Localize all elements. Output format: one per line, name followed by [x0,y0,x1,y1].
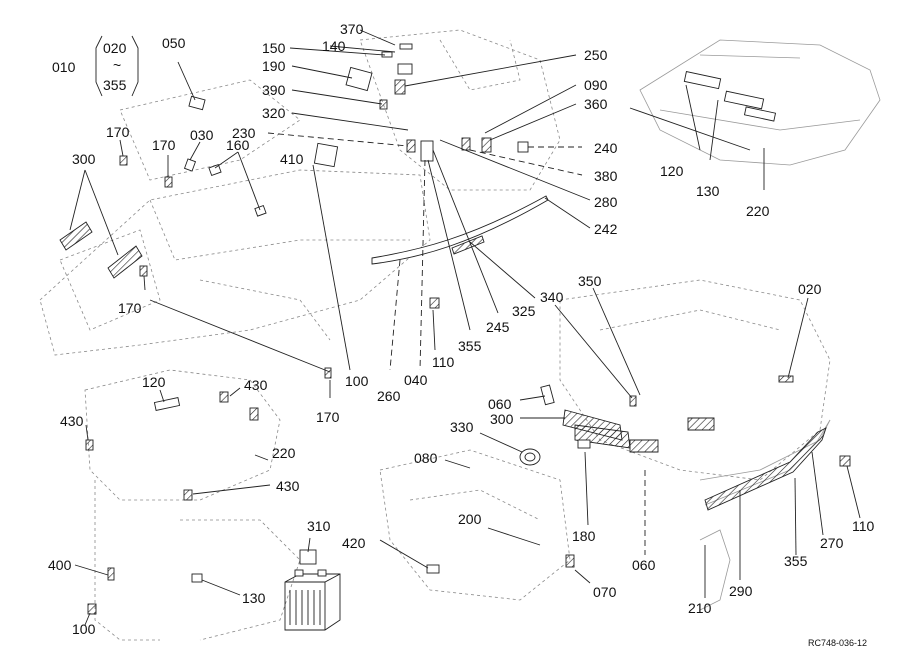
label-060-b: 060 [632,557,656,573]
label-420: 420 [342,535,366,551]
label-320: 320 [262,105,286,121]
label-060-a: 060 [488,396,512,412]
label-100-b: 100 [72,621,96,637]
label-080: 080 [414,450,438,466]
label-010: 010 [52,59,76,75]
leader-lines [69,29,861,626]
label-190: 190 [262,58,286,74]
label-355-range-end: 355 [103,77,127,93]
label-410: 410 [280,151,304,167]
label-370: 370 [340,21,364,37]
drawing-code: RC748-036-12 [808,638,867,648]
label-110-a: 110 [432,354,455,370]
label-range-tilde: ~ [113,57,121,73]
label-355-c: 355 [784,553,808,569]
range-bracket [95,35,139,97]
label-110-b: 110 [852,518,875,534]
label-260: 260 [377,388,401,404]
label-270: 270 [820,535,844,551]
label-390: 390 [262,82,286,98]
battery [284,569,341,631]
label-140: 140 [322,38,346,54]
label-070: 070 [593,584,617,600]
label-360: 360 [584,96,608,112]
decal-strips [59,195,715,453]
label-380: 380 [594,168,618,184]
label-170-b: 170 [152,137,176,153]
label-150: 150 [262,40,286,56]
label-090: 090 [584,77,608,93]
label-130-b: 130 [242,590,266,606]
label-280: 280 [594,194,618,210]
label-242: 242 [594,221,618,237]
label-250: 250 [584,47,608,63]
label-220-a: 220 [746,203,770,219]
machine-outline [39,29,831,641]
label-290: 290 [729,583,753,599]
hood-inset [629,39,881,166]
label-170-c: 170 [118,300,142,316]
small-decals [85,43,851,615]
label-100-a: 100 [345,373,369,389]
label-220-b: 220 [272,445,296,461]
label-030: 030 [190,127,214,143]
label-430-a: 430 [244,377,268,393]
label-245: 245 [486,319,510,335]
label-050: 050 [162,35,186,51]
label-230: 230 [232,125,256,141]
label-180: 180 [572,528,596,544]
label-300-b: 300 [490,411,514,427]
label-160: 160 [226,137,250,153]
label-240: 240 [594,140,618,156]
fender-right [699,419,831,611]
label-350: 350 [578,273,602,289]
label-300-a: 300 [72,151,96,167]
label-400: 400 [48,557,72,573]
label-430-c: 430 [276,478,300,494]
label-310: 310 [307,518,331,534]
label-120-b: 120 [142,374,166,390]
label-170-d: 170 [316,409,340,425]
label-040: 040 [404,372,428,388]
label-355-b: 355 [458,338,482,354]
label-120-a: 120 [660,163,684,179]
label-330: 330 [450,419,474,435]
label-200: 200 [458,511,482,527]
lamp-330 [519,448,541,466]
label-210: 210 [688,600,712,616]
label-325: 325 [512,303,536,319]
part-labels: 010 020 ~ 355 050 170 170 030 160 300 17… [48,21,875,648]
label-170-a: 170 [106,124,130,140]
label-020-range-start: 020 [103,40,127,56]
label-020-b: 020 [798,281,822,297]
label-130-a: 130 [696,183,720,199]
label-430-b: 430 [60,413,84,429]
label-340: 340 [540,289,564,305]
